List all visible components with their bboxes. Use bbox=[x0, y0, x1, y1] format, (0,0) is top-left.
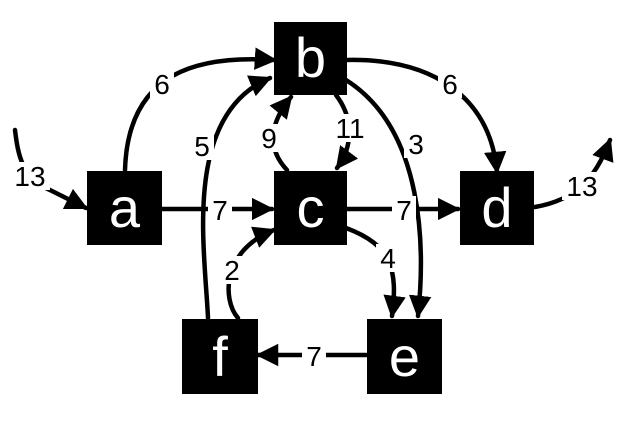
svg-text:7: 7 bbox=[396, 195, 412, 226]
edge-label-b-c: 11 bbox=[330, 113, 370, 144]
edge-label-a-c: 7 bbox=[208, 195, 232, 226]
edge-label-c-b: 9 bbox=[257, 123, 281, 154]
svg-text:e: e bbox=[389, 325, 420, 388]
svg-text:4: 4 bbox=[380, 243, 396, 274]
edge-b-e bbox=[343, 77, 432, 319]
svg-text:c: c bbox=[297, 176, 325, 239]
edge-label-in-a: 13 bbox=[10, 161, 50, 192]
edge-f-b bbox=[200, 75, 273, 321]
edge-label-a-b: 6 bbox=[150, 69, 174, 100]
svg-text:2: 2 bbox=[224, 255, 240, 286]
svg-text:5: 5 bbox=[194, 131, 210, 162]
svg-text:f: f bbox=[212, 325, 228, 388]
node-d: d bbox=[460, 171, 534, 245]
node-b: b bbox=[274, 22, 347, 95]
edge-label-c-d: 7 bbox=[392, 195, 416, 226]
node-a: a bbox=[87, 171, 162, 245]
edge-label-b-e: 3 bbox=[404, 129, 428, 160]
edge-label-f-c: 2 bbox=[220, 255, 244, 286]
svg-text:13: 13 bbox=[14, 161, 45, 192]
svg-text:d: d bbox=[481, 176, 512, 239]
edge-label-e-f: 7 bbox=[302, 341, 326, 372]
svg-text:9: 9 bbox=[261, 123, 277, 154]
edge-label-b-d: 6 bbox=[438, 69, 462, 100]
edge-label-f-b: 5 bbox=[190, 131, 214, 162]
svg-text:11: 11 bbox=[335, 113, 364, 144]
svg-text:6: 6 bbox=[442, 69, 458, 100]
node-c: c bbox=[274, 171, 347, 245]
svg-text:a: a bbox=[109, 176, 141, 239]
edge-label-d-out: 13 bbox=[562, 171, 602, 202]
svg-text:13: 13 bbox=[566, 171, 597, 202]
svg-text:b: b bbox=[295, 26, 326, 89]
node-e: e bbox=[367, 319, 442, 394]
edge-label-c-e: 4 bbox=[376, 243, 400, 274]
svg-text:6: 6 bbox=[154, 69, 170, 100]
svg-text:7: 7 bbox=[306, 341, 322, 372]
node-f: f bbox=[182, 319, 258, 394]
svg-text:7: 7 bbox=[212, 195, 228, 226]
svg-text:3: 3 bbox=[408, 129, 424, 160]
